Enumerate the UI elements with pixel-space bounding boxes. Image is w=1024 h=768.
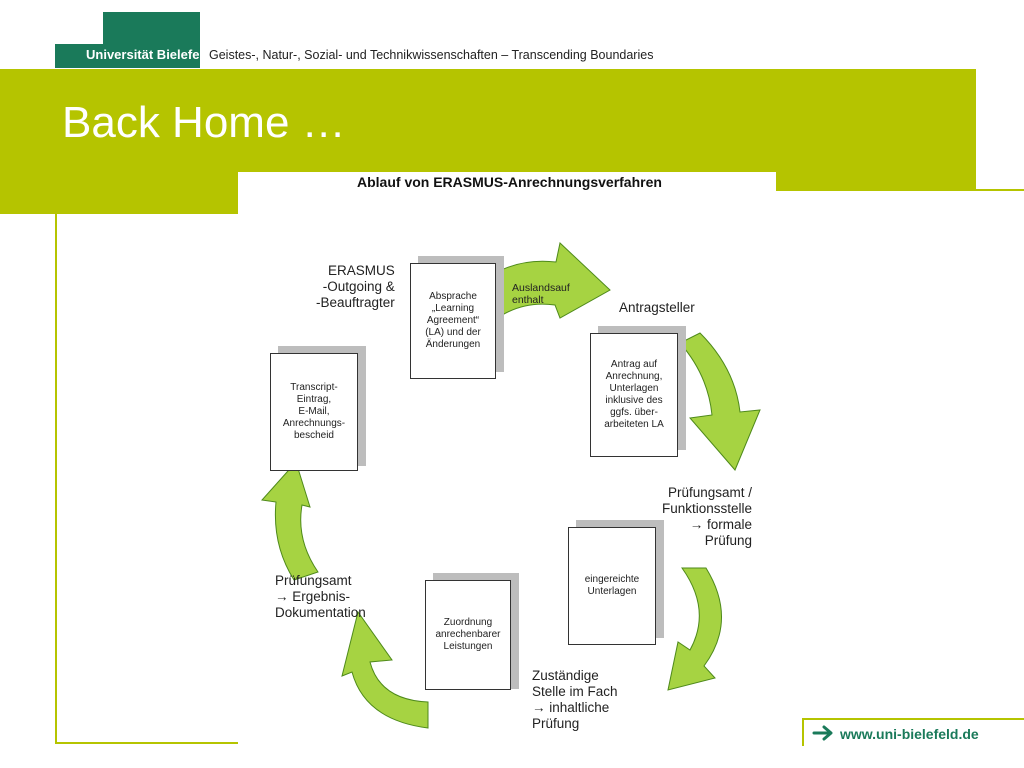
- arrow-to-transcript: [261, 461, 319, 581]
- label-pruefungsamt-ergebnis: Prüfungsamt → Ergebnis- Dokumentation: [275, 573, 366, 620]
- arrow-right-icon: [812, 725, 833, 741]
- footer-url-box: [802, 718, 1024, 746]
- label-zustaendige-stelle: Zuständige Stelle im Fach → inhaltliche …: [532, 668, 618, 731]
- diagram-title: Ablauf von ERASMUS-Anrechnungsverfahren: [357, 174, 662, 190]
- label-pruefungsamt-funktionsstelle: Prüfungsamt / Funktionsstelle → formale …: [662, 485, 753, 548]
- frame-bottom-line: [55, 742, 238, 744]
- doc-eingereicht: eingereichte Unterlagen: [568, 527, 656, 645]
- title-band-extension: [0, 191, 238, 214]
- doc-antrag: Antrag auf Anrechnung, Unterlagen inklus…: [590, 333, 678, 457]
- frame-left-line: [55, 191, 57, 742]
- label-auslandsaufenthalt: Auslandsauf enthalt: [512, 282, 570, 306]
- label-antragsteller: Antragsteller: [619, 300, 695, 315]
- title-band: [0, 69, 976, 191]
- logo-text: Universität Bielefeld: [86, 47, 211, 62]
- arrow-to-pruefungsamt-ergebnis: [341, 610, 429, 729]
- doc-learning-agreement: Absprache „Learning Agreement“ (LA) und …: [410, 263, 496, 379]
- logo-bar: [79, 44, 200, 68]
- arrow-to-antragsteller: [491, 242, 611, 324]
- doc-zuordnung: Zuordnung anrechenbarer Leistungen: [425, 580, 511, 690]
- arrow-to-pruefungsamt: [679, 332, 761, 471]
- logo-notch: [55, 12, 103, 44]
- doc-transcript: Transcript- Eintrag, E-Mail, Anrechnungs…: [270, 353, 358, 471]
- footer-url-link[interactable]: www.uni-bielefeld.de: [840, 726, 979, 742]
- frame-right-top-line: [776, 189, 1024, 191]
- page-title: Back Home …: [62, 98, 346, 147]
- label-erasmus: ERASMUS -Outgoing & -Beauftragter: [316, 263, 395, 310]
- arrow-to-fach: [667, 567, 722, 691]
- tagline: Geistes-, Natur-, Sozial- und Technikwis…: [209, 48, 654, 62]
